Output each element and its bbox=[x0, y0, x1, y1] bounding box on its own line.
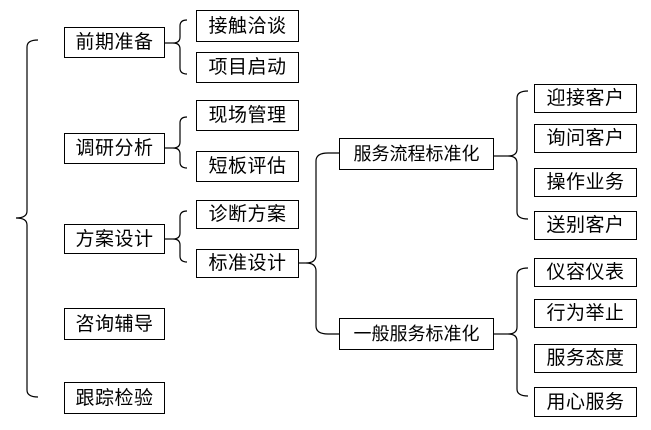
node-attentive-service: 用心服务 bbox=[534, 387, 637, 417]
node-service-process-standardization: 服务流程标准化 bbox=[339, 138, 494, 170]
brace-general-service bbox=[507, 267, 529, 397]
node-site-management: 现场管理 bbox=[196, 100, 299, 131]
node-handle-business: 操作业务 bbox=[534, 168, 637, 197]
node-general-service-standardization: 一般服务标准化 bbox=[339, 318, 494, 350]
brace-service-process bbox=[507, 90, 529, 220]
node-research-analysis: 调研分析 bbox=[64, 133, 165, 164]
node-plan-design: 方案设计 bbox=[64, 224, 165, 254]
node-appearance: 仪容仪表 bbox=[534, 258, 637, 287]
node-inquire-customer: 询问客户 bbox=[534, 124, 637, 153]
node-standard-design: 标准设计 bbox=[196, 249, 299, 278]
brace-root-group bbox=[15, 39, 39, 398]
brace-research-analysis bbox=[172, 116, 188, 169]
brace-early-preparation bbox=[172, 19, 188, 75]
brace-standard-design bbox=[305, 152, 340, 335]
node-behavior: 行为举止 bbox=[534, 299, 637, 328]
node-consulting-coaching: 咨询辅导 bbox=[64, 308, 165, 340]
node-farewell-customer: 送别客户 bbox=[534, 211, 637, 240]
node-welcome-customer: 迎接客户 bbox=[534, 84, 637, 113]
node-service-attitude: 服务态度 bbox=[534, 344, 637, 373]
node-early-preparation: 前期准备 bbox=[64, 27, 165, 58]
node-project-kickoff: 项目启动 bbox=[196, 52, 299, 83]
node-contact-negotiation: 接触洽谈 bbox=[196, 10, 299, 42]
node-tracking-inspection: 跟踪检验 bbox=[64, 382, 165, 414]
node-weakness-assessment: 短板评估 bbox=[196, 151, 299, 182]
brace-plan-design bbox=[172, 210, 188, 263]
node-diagnosis-plan: 诊断方案 bbox=[196, 200, 299, 229]
